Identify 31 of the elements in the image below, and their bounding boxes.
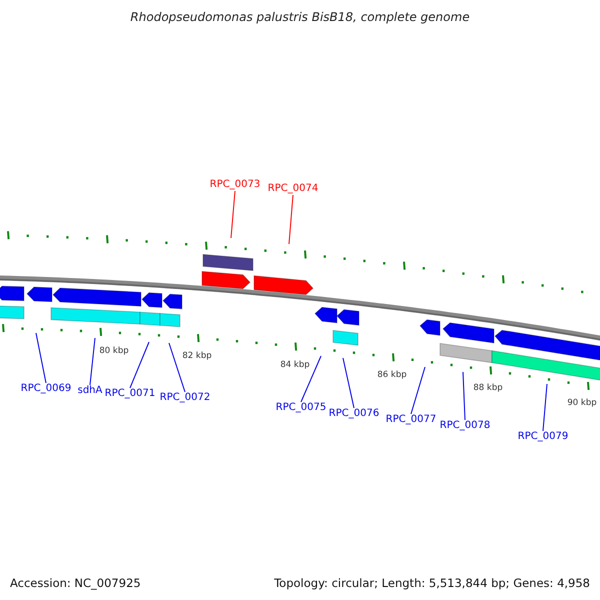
leader-line	[462, 372, 466, 420]
scale-label: 90 kbp	[567, 398, 597, 408]
leader-line	[288, 194, 294, 244]
leader-line	[130, 342, 150, 388]
leader-line	[36, 332, 46, 384]
gene-label: RPC_0077	[386, 413, 436, 426]
scale-label: 86 kbp	[377, 370, 407, 380]
scale-label: 84 kbp	[280, 360, 310, 370]
accession-text: Accession: NC_007925	[10, 576, 141, 590]
map-title: Rhodopseudomonas palustris BisB18, complete genome	[129, 10, 471, 24]
gene-label: RPC_0074	[268, 182, 318, 195]
genome-stats-text: Topology: circular; Length: 5,513,844 bp; Genes: 4,958	[274, 576, 590, 590]
leader-line	[230, 190, 236, 238]
gene-label: RPC_0073	[210, 178, 260, 191]
scale-label: 82 kbp	[182, 350, 212, 361]
gene-label: RPC_0071	[104, 387, 156, 400]
leader-line	[300, 356, 322, 402]
scale-label: 80 kbp	[99, 346, 129, 356]
leader-line	[542, 384, 548, 432]
gene-label: sdhA	[78, 384, 102, 397]
gene-label: RPC_0072	[160, 391, 210, 404]
leader-line	[90, 338, 96, 386]
scale-label: 88 kbp	[473, 383, 503, 394]
gene-label: RPC_0069	[20, 382, 72, 395]
leader-line	[342, 358, 354, 408]
gene-label: RPC_0079	[518, 430, 568, 443]
gene-label: RPC_0076	[328, 407, 380, 420]
leader-line	[168, 342, 186, 392]
gene-label: RPC_0075	[276, 401, 326, 414]
leader-line	[410, 366, 426, 414]
gene-label: RPC_0078	[440, 419, 490, 432]
